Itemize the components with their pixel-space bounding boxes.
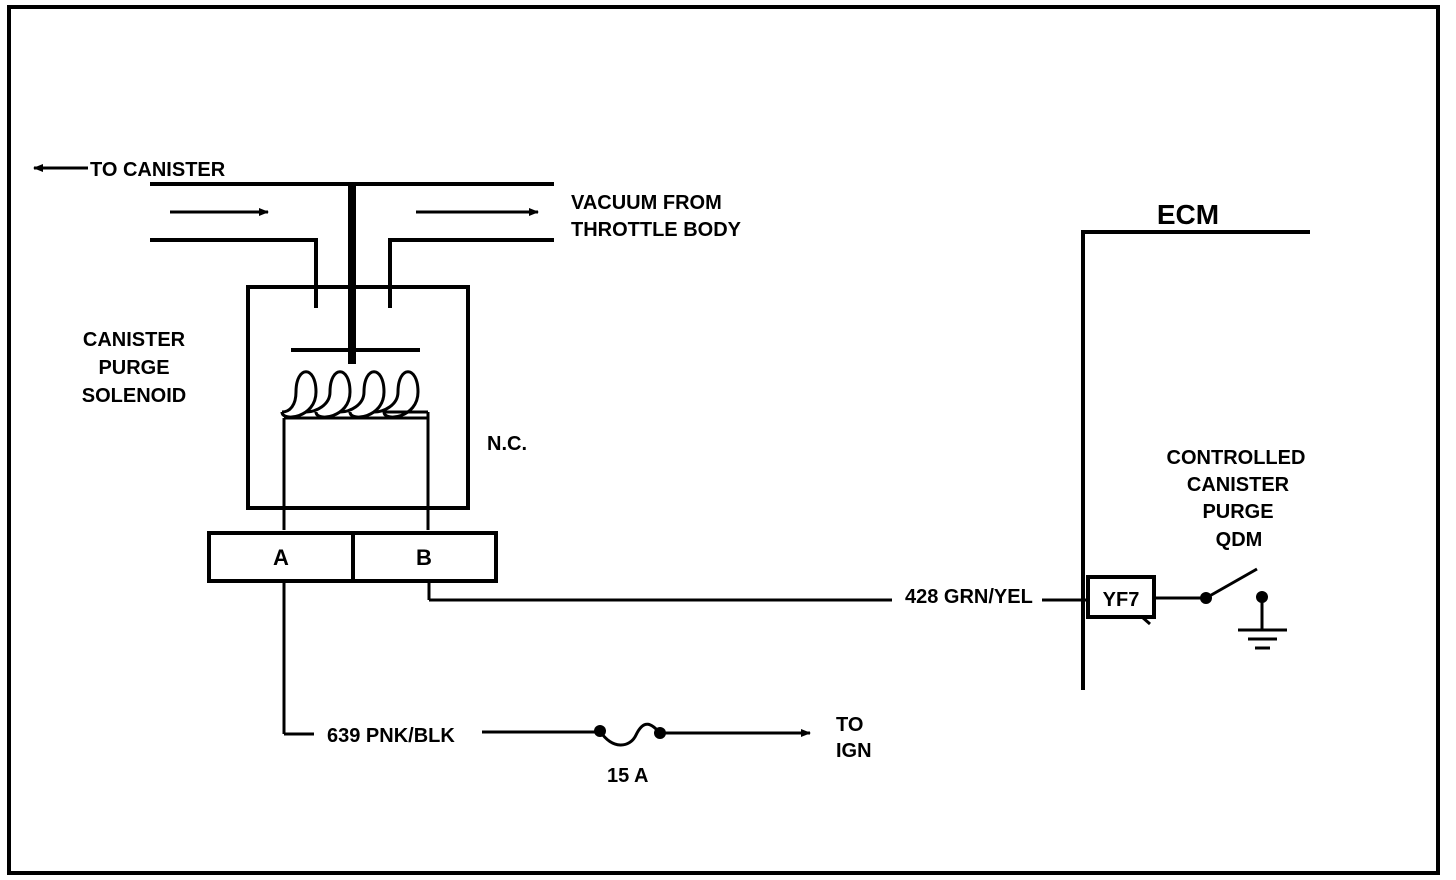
qdm-label-line4: QDM <box>1216 529 1263 551</box>
ecm-label: ECM <box>1157 199 1219 230</box>
ground-symbol <box>1238 597 1287 650</box>
solenoid-housing <box>246 285 470 510</box>
fuse-label: 15 A <box>607 765 649 787</box>
normally-closed-label: N.C. <box>487 433 527 455</box>
vacuum-label-line1: VACUUM FROM <box>571 192 722 214</box>
ecm-boundary <box>1081 230 1310 690</box>
solenoid-coil <box>280 370 428 419</box>
solenoid-label-line3: SOLENOID <box>82 385 186 407</box>
diagram-border <box>7 5 1440 875</box>
to-canister-label: TO CANISTER <box>90 159 226 181</box>
ecm-pin-box <box>1086 575 1156 626</box>
connector-block <box>207 531 498 583</box>
vacuum-hose <box>150 182 554 308</box>
wire-639-label: 639 PNK/BLK <box>327 725 455 747</box>
coil-leads <box>282 412 430 530</box>
to-ign-label-line1: TO <box>836 714 863 736</box>
qdm-label-line3: PURGE <box>1202 501 1273 523</box>
qdm-label-line2: CANISTER <box>1187 474 1290 496</box>
wire-639 <box>282 581 600 736</box>
solenoid-plunger <box>291 184 420 364</box>
wire-428-label: 428 GRN/YEL <box>905 586 1033 608</box>
connector-pin-a: A <box>273 545 289 570</box>
vacuum-label-line2: THROTTLE BODY <box>571 219 742 241</box>
qdm-switch <box>1154 567 1268 604</box>
qdm-label-line1: CONTROLLED <box>1167 447 1306 469</box>
to-ign-label-line2: IGN <box>836 740 872 762</box>
fuse-symbol <box>594 722 666 747</box>
connector-pin-b: B <box>416 545 432 570</box>
solenoid-label-line2: PURGE <box>98 357 169 379</box>
wire-428 <box>427 581 1088 602</box>
ecm-pin-label: YF7 <box>1103 589 1140 611</box>
solenoid-label-line1: CANISTER <box>83 329 186 351</box>
